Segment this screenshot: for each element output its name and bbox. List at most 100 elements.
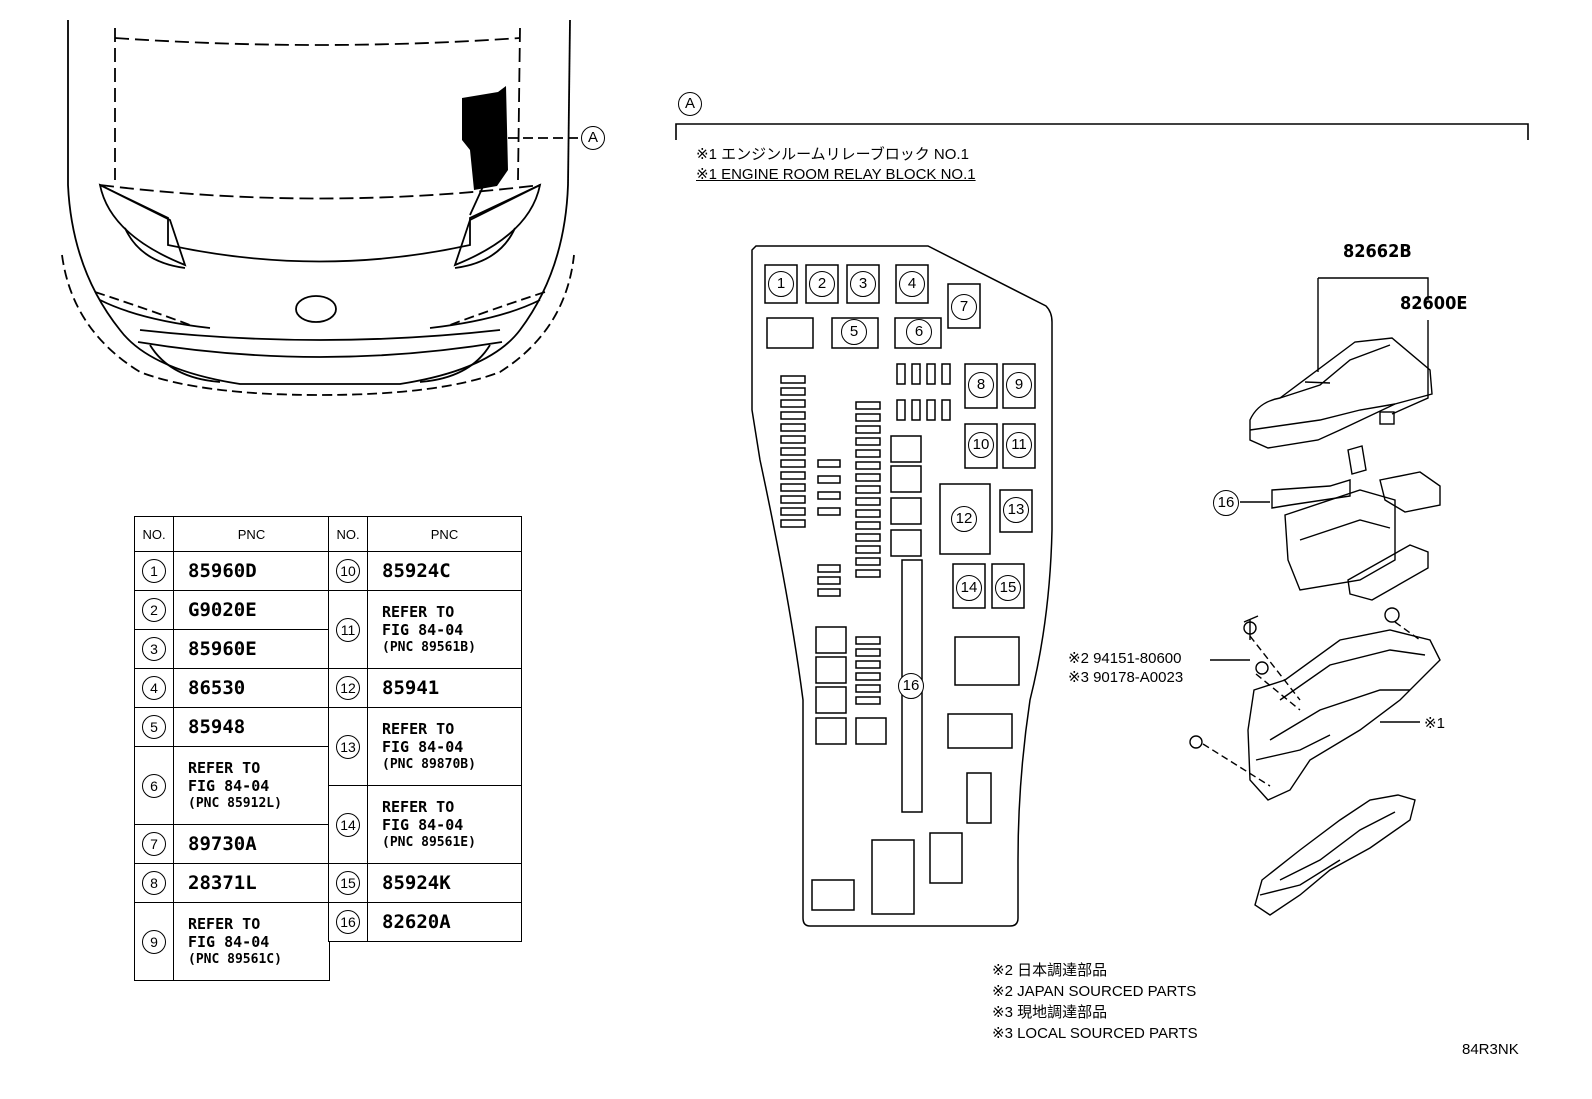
mini-fuse bbox=[817, 459, 841, 468]
legend-en-3: ※3 LOCAL SOURCED PARTS bbox=[992, 1025, 1198, 1042]
relay-slot-14: 14 bbox=[956, 575, 982, 601]
ref-line3: (PNC 89870B) bbox=[382, 756, 476, 772]
pnc-table-right: NO. PNC 10 85924C 11 REFER TO FIG 84-04 … bbox=[328, 516, 522, 942]
row-pnc: 86530 bbox=[173, 668, 330, 708]
row-pnc-ref: REFER TO FIG 84-04 (PNC 89561C) bbox=[173, 902, 330, 981]
bolt-part-1: ※2 94151-80600 bbox=[1068, 650, 1182, 667]
table-row: 11 REFER TO FIG 84-04 (PNC 89561B) bbox=[328, 590, 522, 669]
row-pnc: 85941 bbox=[367, 668, 522, 708]
row-no: 15 bbox=[336, 871, 360, 895]
row-pnc: 85948 bbox=[173, 707, 330, 747]
mini-fuse bbox=[780, 423, 806, 432]
row-no: 5 bbox=[142, 715, 166, 739]
mini-fuse bbox=[855, 569, 881, 578]
relay-slot-10: 10 bbox=[968, 432, 994, 458]
figure-code: 84R3NK bbox=[1462, 1041, 1519, 1058]
mini-fuse bbox=[855, 648, 881, 657]
mini-fuse bbox=[780, 471, 806, 480]
relay-slot-2: 2 bbox=[809, 271, 835, 297]
mini-fuse bbox=[855, 545, 881, 554]
mini-fuse bbox=[780, 411, 806, 420]
relay-slot-15: 15 bbox=[995, 575, 1021, 601]
relay-slot-12: 12 bbox=[951, 506, 977, 532]
mini-fuse bbox=[855, 557, 881, 566]
row-no: 8 bbox=[142, 871, 166, 895]
legend-jp-2: ※2 日本調達部品 bbox=[992, 962, 1108, 979]
row-pnc: 28371L bbox=[173, 863, 330, 903]
mini-fuse bbox=[817, 564, 841, 573]
table-row: 7 89730A bbox=[134, 824, 330, 864]
mini-fuse bbox=[780, 399, 806, 408]
relay-slot-13: 13 bbox=[1003, 497, 1029, 523]
row-no: 7 bbox=[142, 832, 166, 856]
row-pnc-ref: REFER TO FIG 84-04 (PNC 89870B) bbox=[367, 707, 522, 786]
mini-fuse bbox=[855, 660, 881, 669]
header-no: NO. bbox=[328, 516, 368, 552]
row-pnc: 89730A bbox=[173, 824, 330, 864]
table-row: 2 G9020E bbox=[134, 590, 330, 630]
table-row: 6 REFER TO FIG 84-04 (PNC 85912L) bbox=[134, 746, 330, 825]
table-row: 12 85941 bbox=[328, 668, 522, 708]
mini-fuse bbox=[780, 447, 806, 456]
housing-ref: ※1 bbox=[1424, 715, 1445, 732]
mini-fuse bbox=[817, 576, 841, 585]
mini-fuse bbox=[855, 636, 881, 645]
mini-fuse bbox=[780, 459, 806, 468]
relay-slot-5: 5 bbox=[841, 319, 867, 345]
row-no: 10 bbox=[336, 559, 360, 583]
row-pnc-ref: REFER TO FIG 84-04 (PNC 89561E) bbox=[367, 785, 522, 864]
note-en: ※1 ENGINE ROOM RELAY BLOCK NO.1 bbox=[696, 166, 976, 183]
header-pnc: PNC bbox=[173, 516, 330, 552]
row-pnc: 85924K bbox=[367, 863, 522, 903]
mini-fuse bbox=[780, 435, 806, 444]
part-callout-16: 16 bbox=[1213, 490, 1239, 516]
ref-line3: (PNC 85912L) bbox=[188, 795, 282, 811]
mini-fuse bbox=[780, 387, 806, 396]
mini-fuse bbox=[855, 497, 881, 506]
relay-slot-6: 6 bbox=[906, 319, 932, 345]
part-82600E: 82600E bbox=[1400, 293, 1468, 314]
table-row: 4 86530 bbox=[134, 668, 330, 708]
ref-line2: FIG 84-04 bbox=[188, 776, 270, 795]
ref-line1: REFER TO bbox=[188, 914, 261, 933]
mini-fuse bbox=[855, 413, 881, 422]
mini-fuse bbox=[780, 495, 806, 504]
mini-fuse bbox=[855, 533, 881, 542]
table-row: 16 82620A bbox=[328, 902, 522, 942]
table-row: 3 85960E bbox=[134, 629, 330, 669]
row-pnc-ref: REFER TO FIG 84-04 (PNC 85912L) bbox=[173, 746, 330, 825]
row-no: 16 bbox=[336, 910, 360, 934]
row-no: 3 bbox=[142, 637, 166, 661]
note-jp: ※1 エンジンルームリレーブロック NO.1 bbox=[696, 146, 969, 163]
ref-line3: (PNC 89561B) bbox=[382, 639, 476, 655]
relay-slot-7: 7 bbox=[951, 294, 977, 320]
table-row: 15 85924K bbox=[328, 863, 522, 903]
mini-fuse bbox=[817, 491, 841, 500]
table-row: 5 85948 bbox=[134, 707, 330, 747]
mini-fuse bbox=[855, 473, 881, 482]
relay-slot-9: 9 bbox=[1006, 372, 1032, 398]
row-no: 14 bbox=[336, 812, 360, 837]
mini-fuse bbox=[855, 509, 881, 518]
mini-fuse bbox=[780, 483, 806, 492]
row-no: 1 bbox=[142, 559, 166, 583]
relay-slot-16: 16 bbox=[898, 673, 924, 699]
ref-line2: FIG 84-04 bbox=[382, 815, 464, 834]
callout-a: A bbox=[581, 126, 605, 150]
mini-fuse bbox=[855, 521, 881, 530]
pnc-table-left: NO. PNC 1 85960D 2 G9020E 3 85960E 4 865… bbox=[134, 516, 330, 981]
table-row: 14 REFER TO FIG 84-04 (PNC 89561E) bbox=[328, 785, 522, 864]
table-row: 8 28371L bbox=[134, 863, 330, 903]
row-pnc: 85960E bbox=[173, 629, 330, 669]
ref-line1: REFER TO bbox=[382, 797, 455, 816]
ref-line2: FIG 84-04 bbox=[382, 737, 464, 756]
ref-line1: REFER TO bbox=[382, 719, 455, 738]
ref-line2: FIG 84-04 bbox=[188, 932, 270, 951]
row-pnc: 85960D bbox=[173, 551, 330, 591]
header-no: NO. bbox=[134, 516, 174, 552]
table-row: 10 85924C bbox=[328, 551, 522, 591]
